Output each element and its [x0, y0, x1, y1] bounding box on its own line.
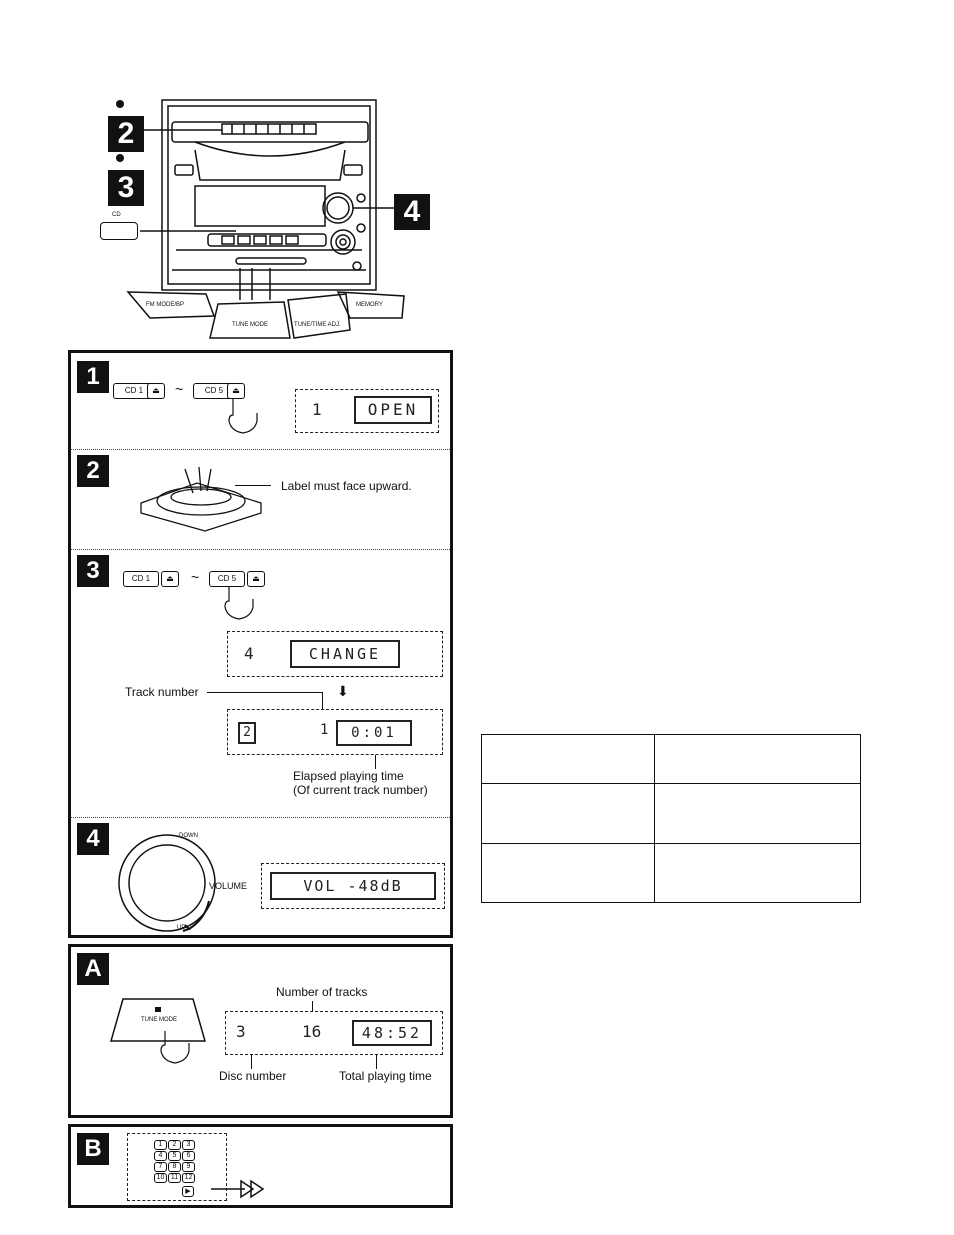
- step-badge-2: 2: [108, 116, 144, 152]
- tune-mode-label: TUNE MODE: [141, 1017, 177, 1023]
- disc-number-label: Disc number: [219, 1069, 287, 1083]
- range-tilde: ~: [191, 569, 200, 585]
- divider: [71, 549, 450, 550]
- eject-button[interactable]: ⏏: [147, 383, 165, 399]
- table-cell: [654, 734, 861, 784]
- display-track-number: 1: [320, 722, 329, 738]
- display-disc-number: 1: [312, 400, 322, 419]
- keypad-key-4[interactable]: 4: [154, 1151, 167, 1161]
- table-cell: [481, 843, 655, 903]
- cd-button-label: CD: [112, 212, 121, 218]
- cd5-button-label: CD 5: [217, 574, 237, 583]
- display-disc-number: 2: [238, 722, 256, 744]
- step-badge-3: 3: [108, 170, 144, 206]
- hand-pointer-icon: [228, 399, 258, 434]
- keypad-key-9[interactable]: 9: [182, 1162, 195, 1172]
- label-face-upward-text: Label must face upward.: [281, 479, 412, 493]
- table-cell: [654, 783, 861, 844]
- eject-button[interactable]: ⏏: [227, 383, 245, 399]
- keypad-key-1[interactable]: 1: [154, 1140, 167, 1150]
- step4-badge: 4: [77, 823, 109, 855]
- number-of-tracks-label: Number of tracks: [276, 985, 368, 999]
- tune-mode-button-label: TUNE MODE: [232, 322, 268, 328]
- keypad-key-12[interactable]: 12: [182, 1173, 195, 1183]
- step-badge-4: 4: [394, 194, 430, 230]
- blank-table: [481, 734, 861, 903]
- steps-panel: 1 CD 1 ⏏ ~ CD 5 ⏏ 1 OPEN 2 Label must fa…: [68, 350, 453, 938]
- elapsed-time-sublabel: (Of current track number): [293, 783, 428, 797]
- bullet-dot: [116, 100, 124, 108]
- display-track-count: 16: [302, 1022, 322, 1041]
- cd-button[interactable]: [100, 222, 138, 240]
- eject-button[interactable]: ⏏: [161, 571, 179, 587]
- time-leader-line: [376, 1055, 377, 1069]
- disc-tray-drawing: [140, 466, 262, 532]
- display-step3-change: 4 CHANGE: [227, 631, 443, 677]
- elapsed-leader-line: [375, 755, 376, 769]
- cd1-button-label: CD 1: [131, 574, 151, 583]
- keypad-key-2[interactable]: 2: [168, 1140, 181, 1150]
- display-step4: VOL -48dB: [261, 863, 445, 909]
- hand-pointer-icon: [224, 587, 254, 620]
- keypad-key-3[interactable]: 3: [182, 1140, 195, 1150]
- keypad-key-8[interactable]: 8: [168, 1162, 181, 1172]
- volume-up-label: UP: [177, 925, 186, 931]
- display-open-text: OPEN: [354, 396, 432, 424]
- step3-badge: 3: [77, 555, 109, 587]
- keypad-key-7[interactable]: 7: [154, 1162, 167, 1172]
- stepA-badge: A: [77, 953, 109, 985]
- keypad-key-6[interactable]: 6: [182, 1151, 195, 1161]
- volume-label: VOLUME: [209, 881, 248, 891]
- display-step1: 1 OPEN: [295, 389, 439, 433]
- volume-knob-drawing[interactable]: [117, 827, 227, 937]
- display-total-time: 48:52: [352, 1020, 432, 1046]
- cd5-button-label: CD 5: [204, 386, 224, 395]
- display-stepA: 3 16 48:52: [225, 1011, 443, 1055]
- table-cell: [481, 734, 655, 784]
- stepB-badge: B: [77, 1133, 109, 1165]
- panel-a: A TUNE MODE Number of tracks 3 16 48:52 …: [68, 944, 453, 1118]
- display-change-text: CHANGE: [290, 640, 400, 668]
- track-number-leader-line: [207, 692, 323, 693]
- elapsed-time-label: Elapsed playing time: [293, 769, 404, 783]
- keypad-key-11[interactable]: 11: [168, 1173, 181, 1183]
- total-playing-time-label: Total playing time: [339, 1069, 432, 1083]
- hand-pointer-icon: [160, 1031, 190, 1064]
- table-cell: [654, 843, 861, 903]
- stereo-unit-drawing: [126, 99, 405, 339]
- keypad-key-10[interactable]: 10: [154, 1173, 167, 1183]
- range-tilde: ~: [175, 381, 184, 397]
- disc-leader-line: [251, 1055, 252, 1069]
- display-elapsed-time: 0:01: [336, 720, 412, 746]
- track-number-leader-line: [322, 692, 323, 720]
- divider: [71, 817, 450, 818]
- tune-mode-button-drawing[interactable]: [109, 997, 209, 1045]
- tune-time-button-label: TUNE/TIME ADJ.: [294, 322, 341, 328]
- arrow-down-icon: ⬇: [337, 683, 349, 699]
- memory-button-label: MEMORY: [356, 302, 383, 308]
- eject-button[interactable]: ⏏: [247, 571, 265, 587]
- cd5-button[interactable]: CD 5: [209, 571, 245, 587]
- divider: [71, 449, 450, 450]
- keypad-key-5[interactable]: 5: [168, 1151, 181, 1161]
- volume-down-label: DOWN: [179, 833, 198, 839]
- display-volume-text: VOL -48dB: [270, 872, 436, 900]
- label-leader-line: [235, 485, 271, 486]
- step2-badge: 2: [77, 455, 109, 487]
- display-step3-track: 2 1 0:01: [227, 709, 443, 755]
- play-key[interactable]: ▶: [182, 1186, 194, 1197]
- bullet-dot: [116, 154, 124, 162]
- tracks-leader-line: [312, 1001, 313, 1019]
- cd1-button[interactable]: CD 1: [123, 571, 159, 587]
- arrow-right-icon: [211, 1179, 265, 1199]
- display-disc-number: 4: [244, 644, 254, 663]
- table-cell: [481, 783, 655, 844]
- display-disc-number: 3: [236, 1022, 246, 1041]
- fm-mode-button-label: FM MODE/BP: [146, 302, 185, 308]
- track-number-label: Track number: [125, 685, 199, 699]
- cd1-button-label: CD 1: [124, 386, 144, 395]
- step1-badge: 1: [77, 361, 109, 393]
